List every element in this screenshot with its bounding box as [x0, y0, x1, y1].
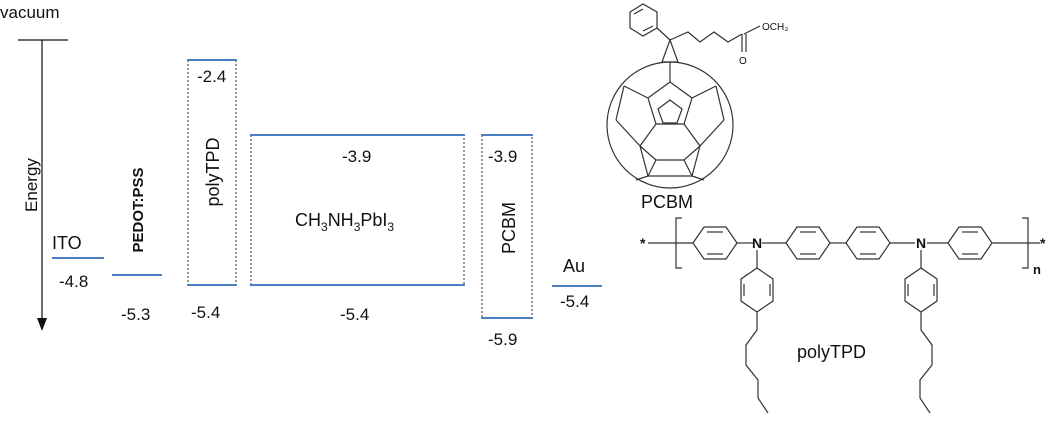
- polytpd-end-group-right: *: [1040, 235, 1046, 251]
- perovskite-lumo-value: -3.9: [342, 147, 371, 166]
- vacuum-label: vacuum: [0, 3, 60, 22]
- pcbm-methoxy-label: OCH₃: [762, 22, 788, 33]
- polytpd-energy-label: polyTPD: [203, 137, 223, 206]
- perovskite-homo-value: -5.4: [340, 305, 369, 324]
- pcbm-carbonyl-label: O: [739, 56, 747, 67]
- pcbm-energy-label: PCBM: [499, 202, 519, 254]
- polytpd-structure: [648, 217, 1040, 414]
- pcbm-homo-value: -5.9: [488, 330, 517, 349]
- ito-label: ITO: [52, 233, 82, 253]
- energy-axis-label: Energy: [22, 158, 41, 212]
- ito-value: -4.8: [59, 272, 88, 291]
- au-label: Au: [563, 256, 585, 276]
- polytpd-lumo-value: -2.4: [197, 67, 226, 86]
- polytpd-homo-value: -5.4: [191, 303, 220, 322]
- pcbm-lumo-value: -3.9: [488, 147, 517, 166]
- polytpd-nitrogen-2: N: [916, 235, 926, 251]
- polytpd-structure-label: polyTPD: [797, 342, 866, 362]
- pedot-label: PEDOT:PSS: [130, 167, 147, 252]
- pedot-value: -5.3: [121, 305, 150, 324]
- perovskite-label: CH3NH3PbI3: [295, 210, 394, 234]
- energy-arrow-head: [37, 318, 47, 331]
- pcbm-structure-label: PCBM: [641, 192, 693, 212]
- pcbm-structure: [606, 3, 761, 189]
- au-value: -5.4: [560, 292, 589, 311]
- polytpd-nitrogen-1: N: [752, 235, 762, 251]
- polytpd-end-group-left: *: [640, 235, 646, 251]
- polytpd-repeat-n: n: [1033, 262, 1041, 277]
